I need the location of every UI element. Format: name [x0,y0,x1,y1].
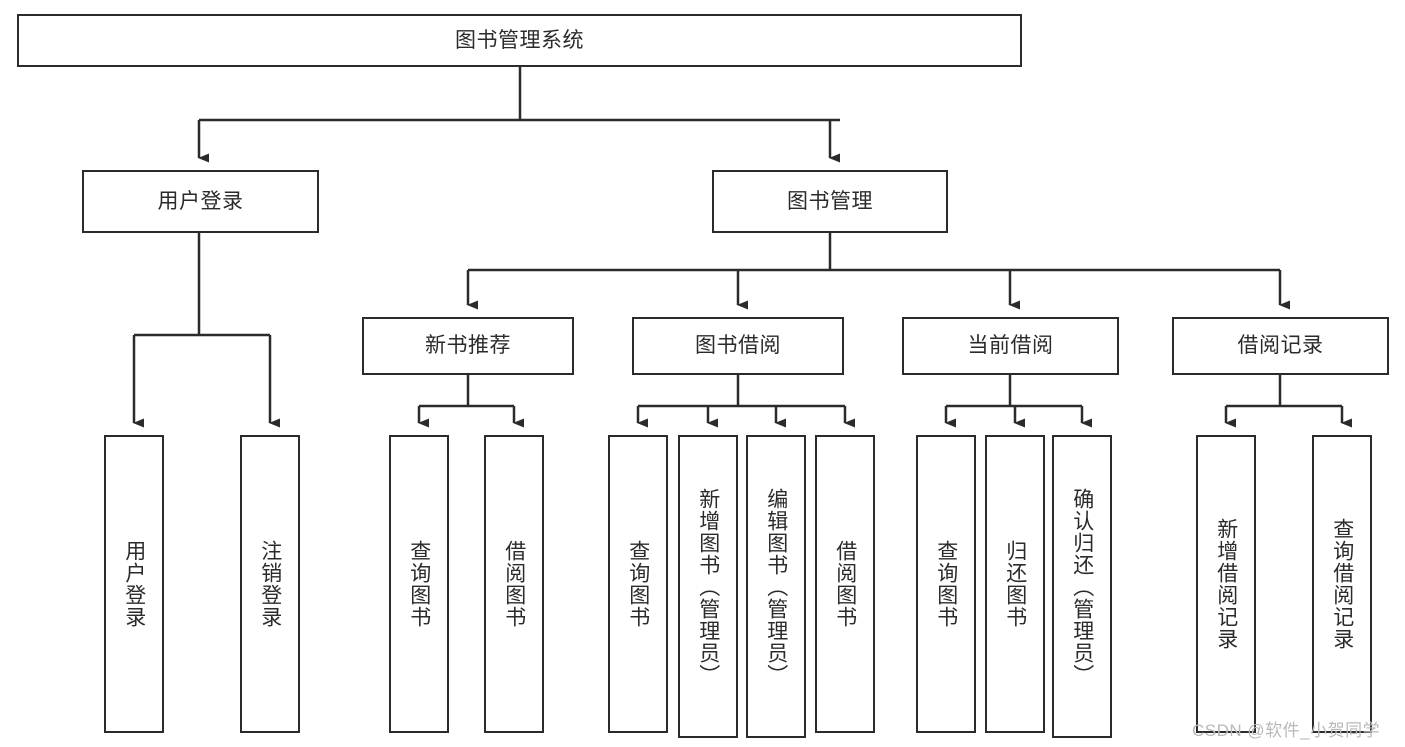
node-label: 借阅图书 [833,540,857,628]
leaf-query-borrow-record[interactable]: 查询借阅记录 [1312,435,1372,733]
node-label: 用户登录 [122,540,146,628]
leaf-add-borrow-record[interactable]: 新增借阅记录 [1196,435,1256,733]
node-label: 新增图书（管理员） [696,487,720,686]
leaf-add-book-admin[interactable]: 新增图书（管理员） [678,435,738,738]
node-label: 当前借阅 [967,334,1054,358]
leaf-confirm-return-admin[interactable]: 确认归还（管理员） [1052,435,1112,738]
leaf-query-book-borrowing[interactable]: 查询图书 [608,435,668,733]
node-label: 借阅图书 [502,540,526,628]
node-label: 注销登录 [258,540,282,628]
leaf-user-login[interactable]: 用户登录 [104,435,164,733]
leaf-query-book-current[interactable]: 查询图书 [916,435,976,733]
leaf-return-book[interactable]: 归还图书 [985,435,1045,733]
node-label: 查询图书 [407,540,431,628]
leaf-edit-book-admin[interactable]: 编辑图书（管理员） [746,435,806,738]
node-book-borrowing[interactable]: 图书借阅 [632,317,844,375]
node-label: 查询图书 [626,540,650,628]
node-label: 查询图书 [934,540,958,628]
node-label: 图书管理系统 [455,28,584,52]
node-label: 图书管理 [787,189,873,213]
node-new-book-recommendation[interactable]: 新书推荐 [362,317,574,375]
node-label: 确认归还（管理员） [1070,487,1094,686]
node-label: 新书推荐 [425,334,511,358]
node-book-management[interactable]: 图书管理 [712,170,948,233]
leaf-borrow-book-new-recommendation[interactable]: 借阅图书 [484,435,544,733]
node-label: 借阅记录 [1237,334,1324,358]
node-borrowing-record[interactable]: 借阅记录 [1172,317,1389,375]
leaf-query-book-new-recommendation[interactable]: 查询图书 [389,435,449,733]
node-current-borrowing[interactable]: 当前借阅 [902,317,1119,375]
node-label: 用户登录 [157,189,244,213]
csdn-watermark: CSDN @软件_小贺同学 [1192,721,1381,740]
node-user-login[interactable]: 用户登录 [82,170,319,233]
leaf-user-logout[interactable]: 注销登录 [240,435,300,733]
node-label: 新增借阅记录 [1214,518,1238,650]
node-root-book-management-system[interactable]: 图书管理系统 [17,14,1022,67]
node-label: 图书借阅 [695,334,781,358]
node-label: 编辑图书（管理员） [764,487,788,686]
node-label: 查询借阅记录 [1330,518,1354,650]
node-label: 归还图书 [1003,540,1027,628]
leaf-borrow-book-borrowing[interactable]: 借阅图书 [815,435,875,733]
